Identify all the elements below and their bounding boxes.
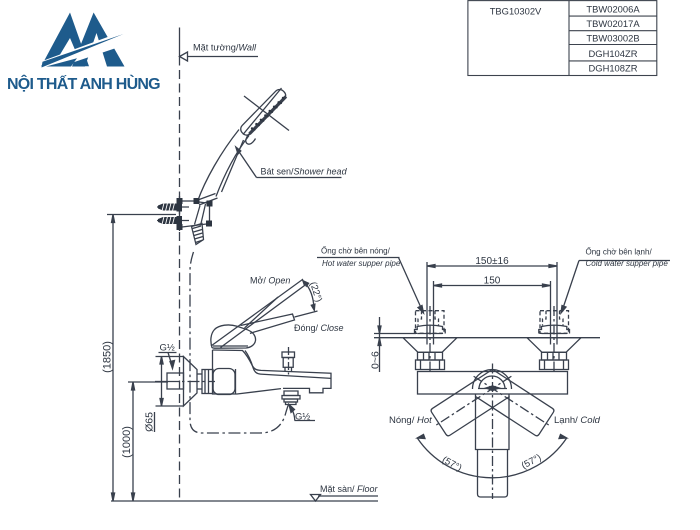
svg-text:0~6: 0~6 [370,351,382,369]
svg-text:150±16: 150±16 [475,256,509,267]
svg-text:Đóng/ Close: Đóng/ Close [294,323,344,333]
svg-text:(1850): (1850) [102,341,114,373]
svg-text:Hot water supper pipe: Hot water supper pipe [322,259,401,268]
svg-text:DGH104ZR: DGH104ZR [589,48,638,59]
svg-text:Nóng/ Hot: Nóng/ Hot [389,415,432,426]
svg-text:DGH108ZR: DGH108ZR [589,63,638,74]
svg-text:G½: G½ [160,343,175,354]
svg-text:Ống chờ bên lạnh/: Ống chờ bên lạnh/ [586,247,653,257]
svg-text:Ø65: Ø65 [144,412,156,432]
svg-text:Mở/ Open: Mở/ Open [250,276,290,286]
svg-text:(22°): (22°) [307,281,324,304]
svg-text:Cold water supper pipe: Cold water supper pipe [586,259,669,268]
svg-text:Mặt tường/Wall: Mặt tường/Wall [193,43,257,53]
svg-text:TBW02006A: TBW02006A [586,3,640,14]
svg-text:Mặt sàn/ Floor: Mặt sàn/ Floor [320,484,379,494]
svg-text:Ống chờ bên nóng/: Ống chờ bên nóng/ [321,246,391,256]
svg-text:Lạnh/ Cold: Lạnh/ Cold [554,415,601,426]
svg-text:TBW03002B: TBW03002B [586,33,639,44]
svg-text:Bát sen/Shower head: Bát sen/Shower head [261,167,348,177]
svg-text:NỘI THẤT ANH HÙNG: NỘI THẤT ANH HÙNG [7,74,160,93]
svg-text:G½: G½ [295,412,310,423]
svg-text:150: 150 [484,276,501,287]
svg-text:(1000): (1000) [121,426,133,458]
svg-text:TBW02017A: TBW02017A [586,18,640,29]
svg-text:(57°): (57°) [440,454,463,473]
svg-text:TBG10302V: TBG10302V [490,6,542,17]
